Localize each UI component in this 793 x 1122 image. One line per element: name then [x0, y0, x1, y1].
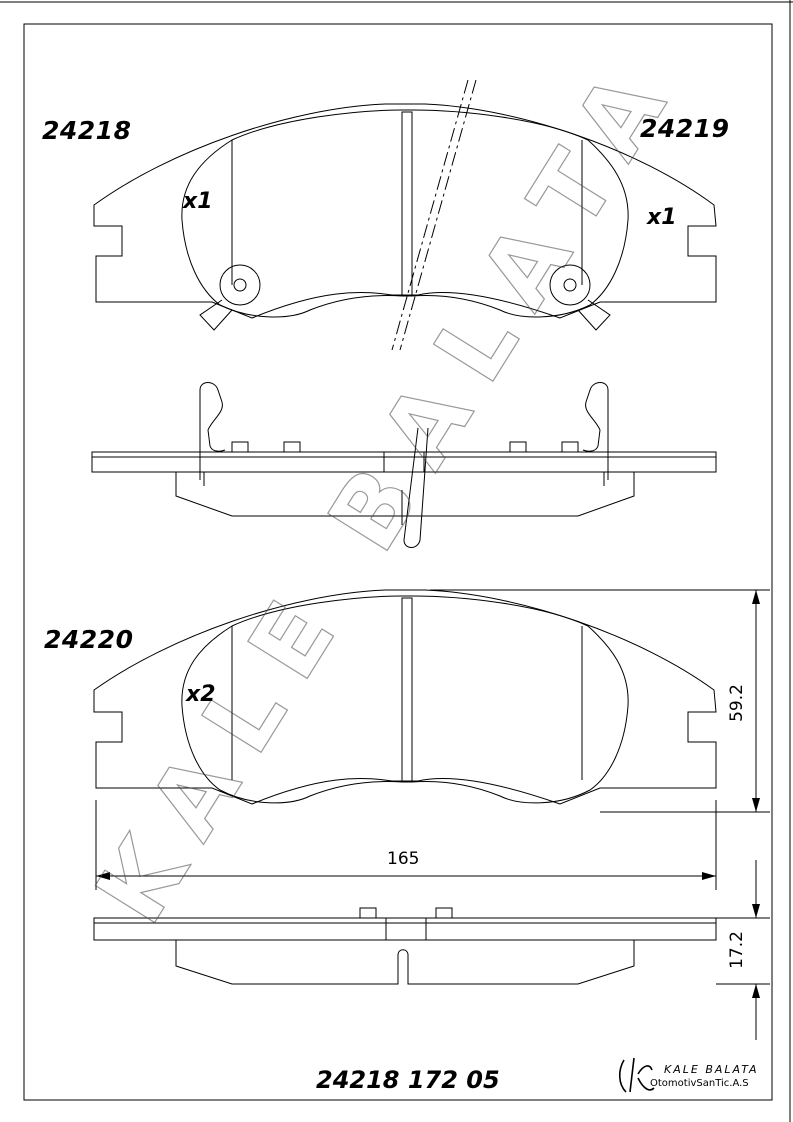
dimension-height: 59.2	[726, 684, 747, 722]
brand-logo-mark	[618, 1057, 655, 1093]
part-code-24219: 24219	[640, 114, 730, 143]
page-frame	[23, 23, 773, 1101]
watermark-text: KALE BALATA	[75, 33, 701, 943]
quantity-top-right: x1	[647, 205, 677, 230]
pad-top-side-view	[91, 382, 717, 548]
pad-top-front-view	[93, 103, 717, 331]
quantity-top-left: x1	[183, 189, 213, 214]
brand-company: OtomotivSanTic.A.S	[650, 1078, 749, 1089]
dimension-width: 165	[387, 849, 420, 869]
part-code-24218: 24218	[42, 116, 132, 145]
watermark-kale-balata: KALE BALATA	[74, 32, 702, 943]
catalog-code: 24218 172 05	[316, 1066, 500, 1094]
dimension-thickness: 17.2	[726, 931, 747, 969]
dimension-arrows	[96, 590, 760, 998]
pad-bottom-side-view	[93, 907, 717, 985]
quantity-bottom: x2	[186, 682, 216, 707]
pad-bottom-front-view	[93, 589, 717, 805]
part-code-24220: 24220	[44, 625, 134, 654]
brand-name: KALE BALATA	[664, 1063, 759, 1076]
wear-sensor-wire	[391, 79, 477, 351]
dimension-lines	[95, 589, 770, 1040]
